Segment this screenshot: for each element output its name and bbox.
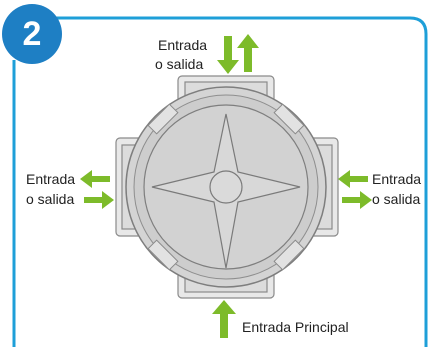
- step-badge: [2, 4, 62, 64]
- top-label-line1: Entrada: [158, 37, 208, 53]
- arrows: [80, 34, 372, 338]
- bottom-label: Entrada Principal: [242, 319, 349, 335]
- right-label-line2: o salida: [372, 191, 421, 207]
- left-label-line1: Entrada: [26, 171, 76, 187]
- arrow-right-in: [338, 170, 368, 188]
- valve-lever: [151, 113, 301, 269]
- arrow-bottom-up: [212, 300, 236, 338]
- arrow-top-up: [237, 34, 259, 72]
- arrow-left-in: [84, 191, 114, 209]
- right-label-line1: Entrada: [372, 171, 422, 187]
- arrow-right-out: [342, 191, 372, 209]
- step-number: 2: [22, 14, 42, 53]
- left-label-line2: o salida: [26, 191, 75, 207]
- top-label-line2: o salida: [155, 56, 204, 72]
- panel-frame: [12, 16, 428, 347]
- arrow-top-down: [217, 36, 239, 74]
- arrow-left-out: [80, 170, 110, 188]
